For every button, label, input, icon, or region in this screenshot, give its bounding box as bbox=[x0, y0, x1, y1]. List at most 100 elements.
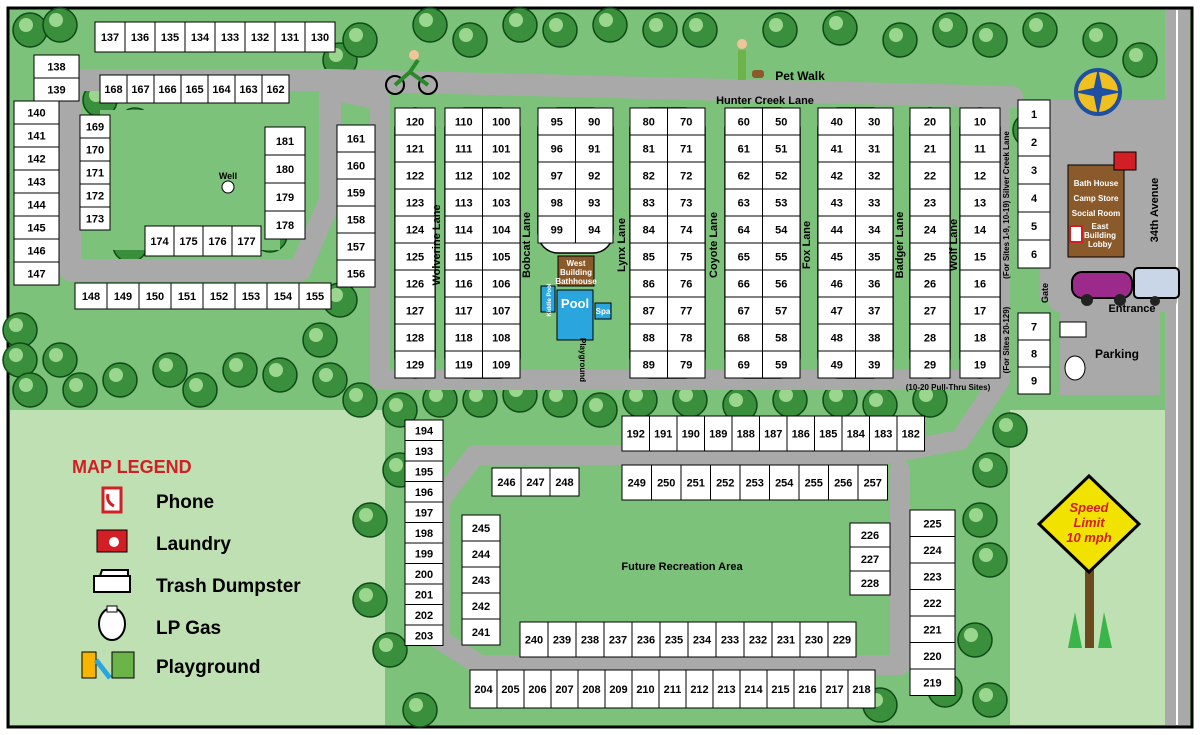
campsite[interactable]: 181 bbox=[264, 126, 306, 156]
campsite[interactable]: 232 bbox=[743, 621, 773, 658]
campsite[interactable]: 81 bbox=[629, 134, 668, 163]
campsite[interactable]: 15 bbox=[959, 242, 1001, 271]
campsite[interactable]: 147 bbox=[13, 261, 60, 286]
campsite[interactable]: 163 bbox=[234, 74, 263, 104]
campsite-pad[interactable] bbox=[523, 669, 552, 709]
campsite[interactable]: 92 bbox=[575, 161, 614, 190]
campsite[interactable]: 209 bbox=[604, 669, 633, 709]
campsite[interactable]: 1 bbox=[1017, 99, 1051, 129]
campsite[interactable]: 165 bbox=[180, 74, 209, 104]
campsite[interactable]: 14 bbox=[959, 215, 1001, 244]
campsite-pad[interactable] bbox=[266, 282, 300, 310]
campsite[interactable]: 244 bbox=[461, 540, 501, 568]
campsite-pad[interactable] bbox=[13, 261, 60, 286]
campsite[interactable]: 122 bbox=[394, 161, 436, 190]
campsite[interactable]: 247 bbox=[520, 467, 551, 497]
campsite-pad[interactable] bbox=[724, 215, 763, 244]
campsite[interactable]: 41 bbox=[817, 134, 856, 163]
campsite-pad[interactable] bbox=[828, 464, 859, 501]
campsite-pad[interactable] bbox=[170, 282, 204, 310]
campsite[interactable]: 91 bbox=[575, 134, 614, 163]
campsite[interactable]: 34 bbox=[855, 215, 894, 244]
campsite-pad[interactable] bbox=[658, 669, 687, 709]
campsite[interactable]: 256 bbox=[828, 464, 859, 501]
campsite-pad[interactable] bbox=[244, 21, 276, 53]
campsite-pad[interactable] bbox=[1017, 312, 1051, 341]
campsite[interactable]: 241 bbox=[461, 618, 501, 646]
campsite[interactable]: 100 bbox=[482, 107, 521, 136]
campsite-pad[interactable] bbox=[724, 134, 763, 163]
campsite[interactable]: 6 bbox=[1017, 239, 1051, 269]
campsite[interactable]: 29 bbox=[909, 350, 951, 379]
campsite[interactable]: 219 bbox=[909, 668, 956, 696]
campsite[interactable]: 196 bbox=[404, 481, 444, 503]
campsite[interactable]: 64 bbox=[724, 215, 763, 244]
campsite[interactable]: 178 bbox=[264, 210, 306, 240]
campsite[interactable]: 36 bbox=[855, 269, 894, 298]
campsite-pad[interactable] bbox=[264, 182, 306, 212]
campsite-pad[interactable] bbox=[519, 621, 549, 658]
campsite[interactable]: 99 bbox=[537, 215, 576, 244]
campsite-pad[interactable] bbox=[814, 415, 843, 452]
campsite[interactable]: 158 bbox=[336, 205, 376, 234]
campsite[interactable]: 202 bbox=[404, 604, 444, 626]
campsite-pad[interactable] bbox=[786, 415, 815, 452]
campsite[interactable]: 157 bbox=[336, 232, 376, 261]
campsite-pad[interactable] bbox=[724, 350, 763, 379]
campsite-pad[interactable] bbox=[394, 107, 436, 136]
campsite-pad[interactable] bbox=[180, 74, 209, 104]
campsite[interactable]: 59 bbox=[762, 350, 801, 379]
campsite-pad[interactable] bbox=[124, 21, 156, 53]
campsite-pad[interactable] bbox=[496, 669, 525, 709]
campsite-pad[interactable] bbox=[138, 282, 172, 310]
campsite[interactable]: 238 bbox=[575, 621, 605, 658]
campsite-pad[interactable] bbox=[896, 415, 925, 452]
campsite-pad[interactable] bbox=[743, 621, 773, 658]
campsite-pad[interactable] bbox=[909, 161, 951, 190]
campsite[interactable]: 150 bbox=[138, 282, 172, 310]
campsite[interactable]: 255 bbox=[798, 464, 829, 501]
campsite-pad[interactable] bbox=[762, 323, 801, 352]
campsite-pad[interactable] bbox=[264, 126, 306, 156]
campsite[interactable]: 44 bbox=[817, 215, 856, 244]
campsite-pad[interactable] bbox=[1017, 366, 1051, 395]
campsite[interactable]: 124 bbox=[394, 215, 436, 244]
campsite[interactable]: 231 bbox=[771, 621, 801, 658]
campsite-pad[interactable] bbox=[264, 210, 306, 240]
campsite[interactable]: 140 bbox=[13, 100, 60, 125]
campsite[interactable]: 95 bbox=[537, 107, 576, 136]
campsite[interactable]: 218 bbox=[847, 669, 876, 709]
campsite[interactable]: 42 bbox=[817, 161, 856, 190]
campsite[interactable]: 113 bbox=[444, 188, 483, 217]
campsite[interactable]: 4 bbox=[1017, 183, 1051, 213]
campsite[interactable]: 144 bbox=[13, 192, 60, 217]
campsite[interactable]: 66 bbox=[724, 269, 763, 298]
campsite[interactable]: 75 bbox=[667, 242, 706, 271]
campsite[interactable]: 47 bbox=[817, 296, 856, 325]
campsite-pad[interactable] bbox=[959, 242, 1001, 271]
campsite-pad[interactable] bbox=[959, 323, 1001, 352]
campsite-pad[interactable] bbox=[762, 350, 801, 379]
campsite[interactable]: 185 bbox=[814, 415, 843, 452]
campsite-pad[interactable] bbox=[1017, 239, 1051, 269]
campsite[interactable]: 24 bbox=[909, 215, 951, 244]
campsite-pad[interactable] bbox=[482, 350, 521, 379]
campsite[interactable]: 53 bbox=[762, 188, 801, 217]
campsite[interactable]: 25 bbox=[909, 242, 951, 271]
campsite-pad[interactable] bbox=[394, 161, 436, 190]
campsite[interactable]: 11 bbox=[959, 134, 1001, 163]
campsite[interactable]: 20 bbox=[909, 107, 951, 136]
campsite-pad[interactable] bbox=[959, 107, 1001, 136]
campsite[interactable]: 109 bbox=[482, 350, 521, 379]
campsite-pad[interactable] bbox=[469, 669, 498, 709]
campsite-pad[interactable] bbox=[537, 161, 576, 190]
campsite[interactable]: 201 bbox=[404, 583, 444, 605]
campsite[interactable]: 132 bbox=[244, 21, 276, 53]
campsite-pad[interactable] bbox=[482, 269, 521, 298]
campsite[interactable]: 37 bbox=[855, 296, 894, 325]
campsite-pad[interactable] bbox=[855, 269, 894, 298]
campsite[interactable]: 121 bbox=[394, 134, 436, 163]
campsite[interactable]: 103 bbox=[482, 188, 521, 217]
campsite[interactable]: 236 bbox=[631, 621, 661, 658]
campsite[interactable]: 139 bbox=[33, 77, 80, 102]
